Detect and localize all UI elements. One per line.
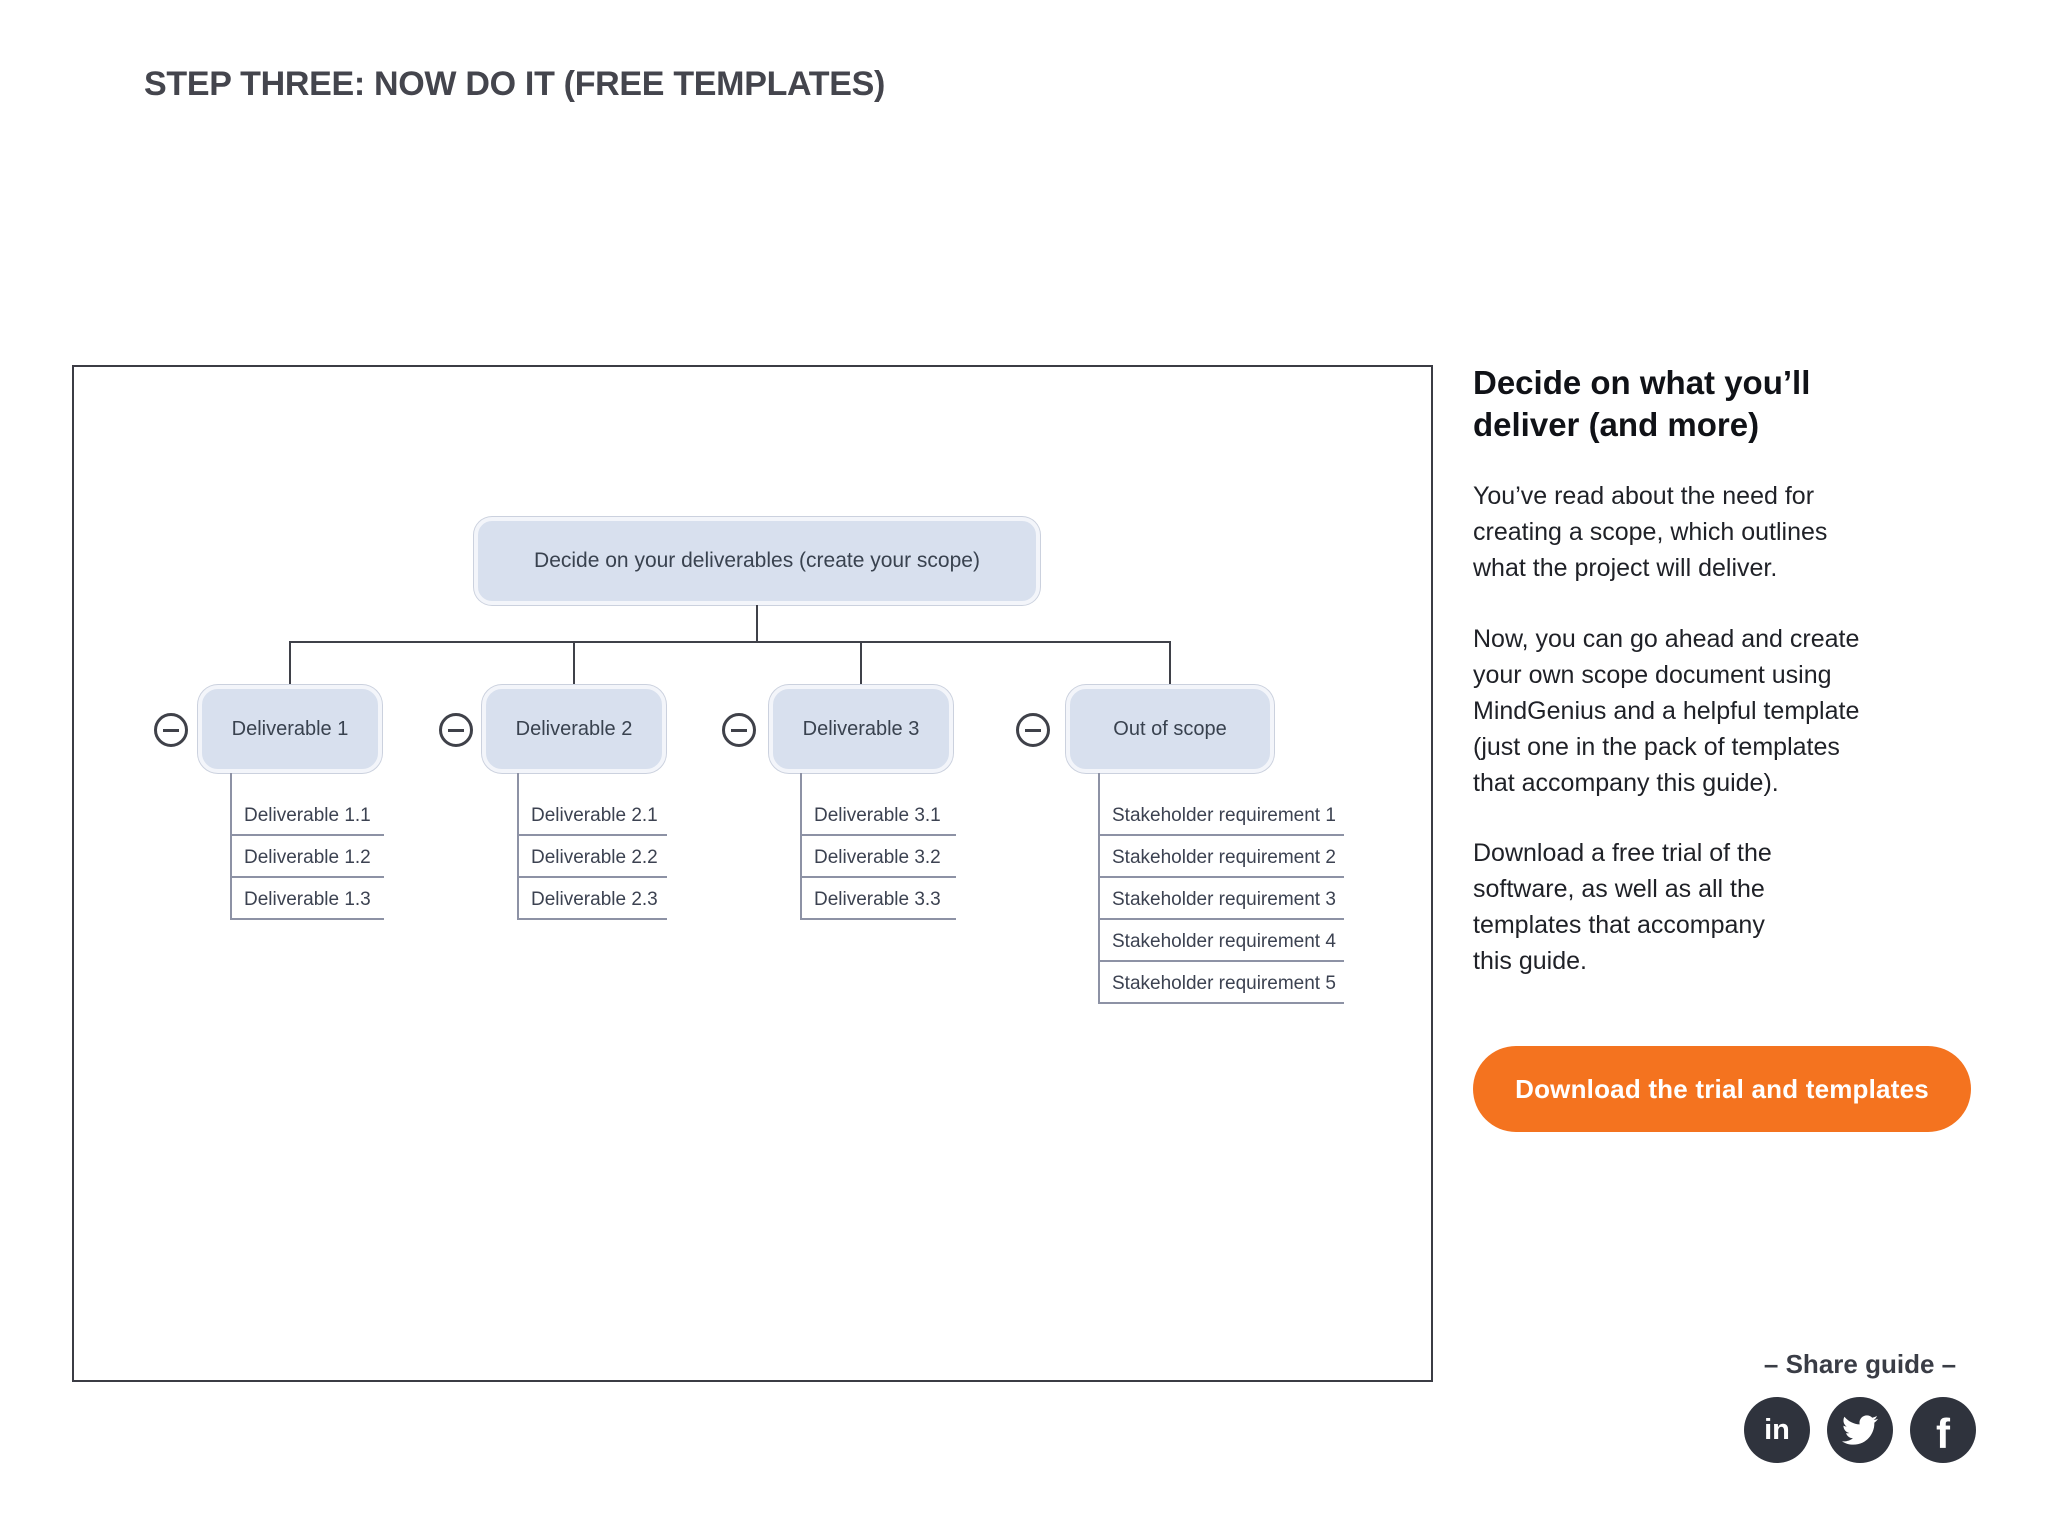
minus-icon: [448, 728, 464, 732]
node-deliverable-2: Deliverable 2: [482, 685, 666, 773]
child-item-label: Deliverable 2.2: [531, 847, 658, 868]
child-item-label: Deliverable 3.1: [814, 805, 941, 826]
child-item: Deliverable 3.3: [802, 878, 956, 920]
node-label: Deliverable 3: [802, 717, 920, 740]
child-item: Deliverable 2.2: [519, 836, 667, 878]
collapse-toggle-out-of-scope[interactable]: [1016, 713, 1050, 747]
facebook-button[interactable]: f: [1910, 1397, 1976, 1463]
connector-drop-3: [860, 643, 862, 685]
collapse-toggle-deliverable-1[interactable]: [154, 713, 188, 747]
share-guide-label: – Share guide –: [1763, 1349, 1957, 1379]
node-deliverable-1: Deliverable 1: [198, 685, 382, 773]
child-item-label: Stakeholder requirement 3: [1112, 889, 1336, 910]
child-group-deliverable-2: Deliverable 2.1 Deliverable 2.2 Delivera…: [517, 773, 667, 920]
node-label: Out of scope: [1113, 717, 1227, 740]
child-item-label: Stakeholder requirement 5: [1112, 973, 1336, 994]
child-item: Stakeholder requirement 2: [1100, 836, 1344, 878]
collapse-toggle-deliverable-2[interactable]: [439, 713, 473, 747]
child-item-label: Deliverable 2.1: [531, 805, 658, 826]
sidebar-paragraph-3: Download a free trial of the software, a…: [1473, 839, 1772, 975]
sidebar-heading: Decide on what you’ll deliver (and more): [1473, 364, 1811, 443]
sidebar-paragraph-1: You’ve read about the need for creating …: [1473, 482, 1828, 582]
child-item-label: Deliverable 1.2: [244, 847, 371, 868]
child-group-deliverable-3: Deliverable 3.1 Deliverable 3.2 Delivera…: [800, 773, 956, 920]
node-deliverable-3: Deliverable 3: [769, 685, 953, 773]
collapse-toggle-deliverable-3[interactable]: [722, 713, 756, 747]
linkedin-icon: in: [1764, 1413, 1790, 1446]
connector-drop-1: [289, 643, 291, 685]
diagram-canvas: Decide on your deliverables (create your…: [72, 365, 1433, 1382]
connector-root-drop: [756, 605, 758, 641]
child-item: Stakeholder requirement 1: [1100, 773, 1344, 836]
child-item: Deliverable 1.3: [232, 878, 384, 920]
child-item: Stakeholder requirement 4: [1100, 920, 1344, 962]
minus-icon: [731, 728, 747, 732]
connector-bus: [289, 641, 1171, 643]
child-item-label: Deliverable 3.3: [814, 889, 941, 910]
download-button-label: Download the trial and templates: [1515, 1073, 1929, 1104]
child-item-label: Stakeholder requirement 1: [1112, 805, 1336, 826]
facebook-icon: f: [1936, 1410, 1950, 1457]
child-item-label: Stakeholder requirement 4: [1112, 931, 1336, 952]
child-item: Deliverable 1.1: [232, 773, 384, 836]
child-item: Deliverable 2.3: [519, 878, 667, 920]
page-title: STEP THREE: NOW DO IT (FREE TEMPLATES): [144, 65, 886, 103]
node-root: Decide on your deliverables (create your…: [474, 517, 1040, 605]
node-root-label: Decide on your deliverables (create your…: [534, 549, 980, 572]
minus-icon: [1025, 728, 1041, 732]
child-item: Stakeholder requirement 3: [1100, 878, 1344, 920]
sidebar-paragraph-2: Now, you can go ahead and create your ow…: [1473, 625, 1860, 797]
download-button[interactable]: Download the trial and templates: [1473, 1046, 1971, 1132]
child-item: Deliverable 3.1: [802, 773, 956, 836]
connector-drop-2: [573, 643, 575, 685]
child-item: Deliverable 2.1: [519, 773, 667, 836]
child-group-deliverable-1: Deliverable 1.1 Deliverable 1.2 Delivera…: [230, 773, 384, 920]
node-out-of-scope: Out of scope: [1066, 685, 1274, 773]
node-label: Deliverable 1: [231, 717, 349, 740]
child-item: Deliverable 1.2: [232, 836, 384, 878]
connector-drop-4: [1169, 643, 1171, 685]
child-item-label: Deliverable 1.1: [244, 805, 371, 826]
node-label: Deliverable 2: [515, 717, 633, 740]
twitter-button[interactable]: [1827, 1397, 1893, 1463]
child-item-label: Deliverable 3.2: [814, 847, 941, 868]
social-icons: in f: [1744, 1397, 1976, 1463]
child-group-out-of-scope: Stakeholder requirement 1 Stakeholder re…: [1098, 773, 1344, 1004]
child-item-label: Deliverable 2.3: [531, 889, 658, 910]
twitter-icon: [1842, 1415, 1878, 1445]
linkedin-button[interactable]: in: [1744, 1397, 1810, 1463]
minus-icon: [163, 728, 179, 732]
child-item: Stakeholder requirement 5: [1100, 962, 1344, 1004]
child-item: Deliverable 3.2: [802, 836, 956, 878]
child-item-label: Deliverable 1.3: [244, 889, 371, 910]
child-item-label: Stakeholder requirement 2: [1112, 847, 1336, 868]
share-guide-section: – Share guide – in f: [1744, 1348, 1976, 1463]
